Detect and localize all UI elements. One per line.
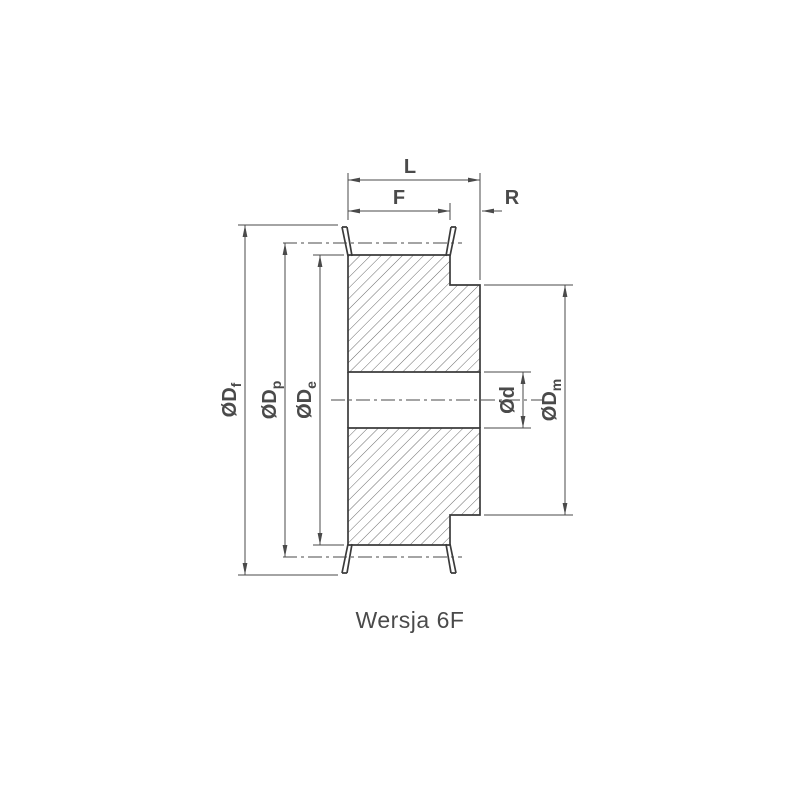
flange-bottom-left — [341, 543, 353, 574]
drawing-caption: Wersja 6F — [356, 607, 465, 633]
dim-label-Dm-sub: m — [548, 379, 564, 391]
dim-label-Df-sub: f — [228, 382, 244, 387]
dim-label-Dp-sub: p — [268, 381, 284, 390]
flange-top-left — [341, 226, 353, 257]
dim-label-d: Ød — [497, 386, 519, 414]
flange-top-right — [445, 226, 457, 257]
dimension-labels: L F R ØDf ØDp ØDe Ød ØDm — [219, 156, 564, 421]
dim-label-L-text: L — [404, 156, 416, 178]
reference-lines — [283, 242, 543, 558]
dim-label-d-text: Ød — [497, 386, 519, 414]
dim-label-L: L — [404, 156, 416, 178]
dim-label-Df: ØDf — [219, 382, 244, 417]
dim-label-F-text: F — [393, 187, 405, 209]
dim-label-F: F — [393, 187, 405, 209]
dim-label-De-sub: e — [303, 381, 319, 389]
pulley-lower-body — [347, 427, 481, 546]
dim-label-De: ØDe — [294, 381, 319, 419]
dim-label-De-prefix: ØD — [294, 389, 316, 419]
flange-bottom-right — [445, 543, 457, 574]
dim-label-Dm: ØDm — [539, 379, 564, 421]
dim-label-Dm-prefix: ØD — [539, 391, 561, 421]
dim-label-Df-prefix: ØD — [219, 387, 241, 417]
dim-label-R-text: R — [505, 187, 520, 209]
pulley-upper-body — [347, 254, 481, 373]
dim-label-Dp-prefix: ØD — [259, 389, 281, 419]
pulley-cross-section — [341, 226, 481, 574]
dimension-lines — [242, 177, 568, 575]
dim-label-Dp: ØDp — [259, 381, 284, 420]
dim-label-R: R — [505, 187, 520, 209]
